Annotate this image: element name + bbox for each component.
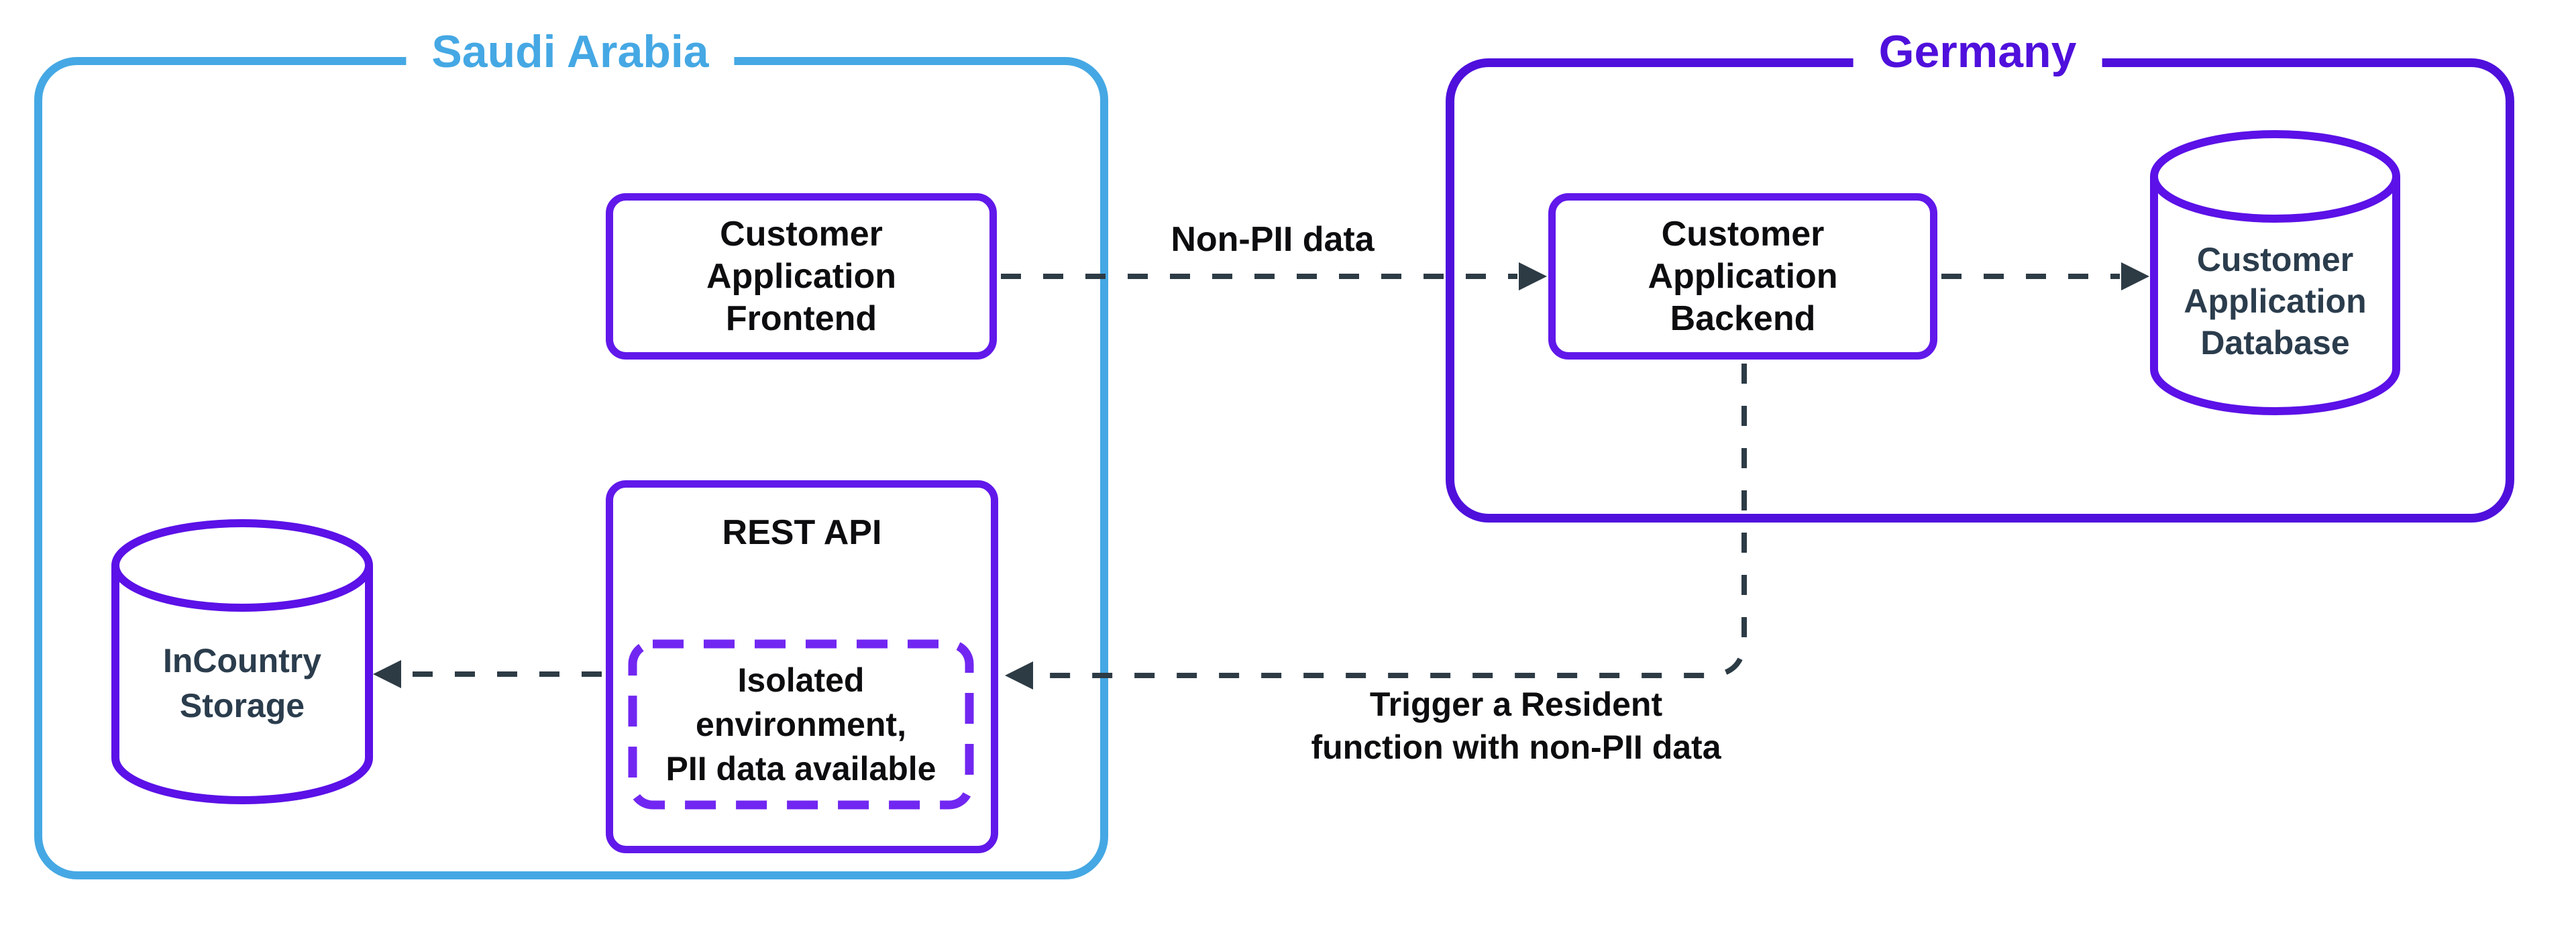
incountry-label-line: Storage xyxy=(179,687,305,724)
database-label-line: Customer xyxy=(2196,241,2354,278)
frontend-label-line: Application xyxy=(706,256,897,296)
customer-application-backend-node: Customer Application Backend xyxy=(1548,193,1937,360)
non-pii-data-edge-label: Non-PII data xyxy=(1171,220,1375,259)
backend-label-line: Customer xyxy=(1661,214,1825,254)
customer-application-frontend-node: Customer Application Frontend xyxy=(606,193,997,360)
incountry-label-line: InCountry xyxy=(162,642,322,679)
database-label-line: Application xyxy=(2184,282,2367,320)
germany-label: Germany xyxy=(1853,21,2102,83)
isolated-label-line: Isolated xyxy=(737,661,865,699)
isolated-label-line: PII data available xyxy=(665,750,936,787)
frontend-label-line: Frontend xyxy=(725,298,877,338)
incountry-storage-label: InCountry Storage xyxy=(115,639,369,728)
trigger-label-line: function with non-PII data xyxy=(1311,728,1721,766)
backend-label-line: Backend xyxy=(1670,298,1816,338)
trigger-resident-function-edge-label: Trigger a Resident function with non-PII… xyxy=(1248,683,1784,769)
isolated-environment-label: Isolated environment, PII data available xyxy=(633,644,969,805)
rest-api-title: REST API xyxy=(722,513,882,552)
database-label: Customer Application Database xyxy=(2154,239,2396,364)
database-label-line: Database xyxy=(2200,324,2350,362)
saudi-arabia-label: Saudi Arabia xyxy=(406,21,735,83)
frontend-label-line: Customer xyxy=(720,214,883,254)
isolated-label-line: environment, xyxy=(696,706,906,743)
trigger-label-line: Trigger a Resident xyxy=(1369,686,1663,723)
backend-label-line: Application xyxy=(1648,256,1838,296)
